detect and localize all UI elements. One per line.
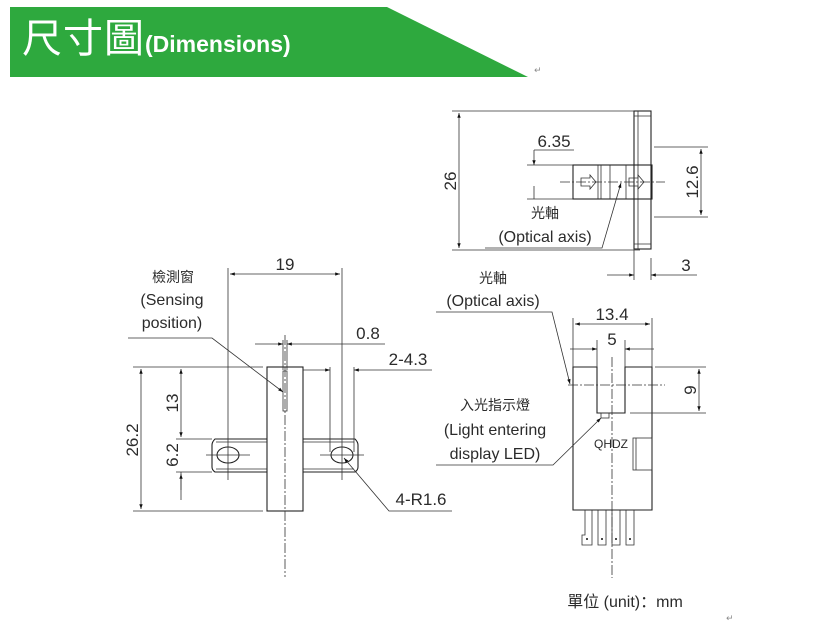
dim-depth: 9 [681, 385, 700, 394]
banner-background [10, 7, 528, 77]
top-view: 26 6.35 12.6 3 光軸 (Optical axis) [441, 110, 708, 280]
dim-front-width: 19 [276, 255, 295, 274]
side-tab [632, 437, 653, 471]
dim-flange-height: 6.2 [163, 443, 182, 467]
optical-axis-label-zh: 光軸 [531, 206, 559, 222]
side-view: QHDZ 13.4 5 9 光軸 (Optical a [436, 271, 706, 578]
sensing-label-en-1: (Sensing [140, 292, 203, 309]
dim-slot-width: 12.6 [683, 165, 702, 198]
dim-offset: 6.35 [537, 132, 570, 151]
dim-hole: 2-4.3 [389, 350, 428, 369]
leader-line [436, 417, 602, 466]
terminal-pins [581, 510, 635, 546]
led-label-zh: 入光指示燈 [460, 398, 530, 414]
dim-gap: 5 [607, 330, 616, 349]
sensing-label-zh: 檢測窗 [152, 269, 194, 286]
leader-line [343, 457, 452, 512]
dim-top-height: 26 [441, 172, 460, 191]
dim-slit: 0.8 [356, 324, 380, 343]
led-label-en-2: display LED) [450, 446, 541, 463]
dim-radius: 4-R1.6 [395, 490, 446, 509]
optical-axis-label-en: (Optical axis) [446, 293, 539, 310]
dim-side-width: 13.4 [595, 305, 628, 324]
front-view: 19 0.8 2-4.3 26.2 13 6.2 檢測窗 (Sensing po… [123, 255, 452, 577]
page-title-zh: 尺寸圖 [22, 16, 145, 62]
leader-line [128, 337, 284, 393]
light-direction-icon [580, 173, 597, 191]
dim-upper: 13 [163, 394, 182, 413]
dim-flange: 3 [681, 256, 690, 275]
banner-shape [10, 7, 528, 77]
leader-line [436, 311, 571, 385]
page-title-en: (Dimensions) [145, 31, 291, 57]
optical-axis-label-zh: 光軸 [479, 271, 507, 287]
unit-label: 單位 (unit)：mm [567, 593, 683, 611]
led-label-en-1: (Light entering [444, 422, 546, 439]
light-direction-icon [628, 173, 645, 191]
page-title: 尺寸圖(Dimensions) [22, 14, 291, 69]
top-view-flange [633, 110, 652, 250]
front-view-flange-right [303, 438, 359, 473]
dim-front-height: 26.2 [123, 423, 142, 456]
optical-axis-label-en: (Optical axis) [498, 229, 591, 246]
led-indicator [600, 412, 610, 419]
title-banner: 尺寸圖(Dimensions) ↵ [0, 0, 815, 90]
part-marking: QHDZ [594, 437, 628, 451]
sensing-label-en-2: position) [142, 315, 202, 332]
front-view-flange-left [211, 438, 267, 473]
paragraph-mark: ↵ [726, 614, 734, 624]
leader-line [485, 182, 622, 249]
paragraph-mark: ↵ [534, 66, 542, 76]
